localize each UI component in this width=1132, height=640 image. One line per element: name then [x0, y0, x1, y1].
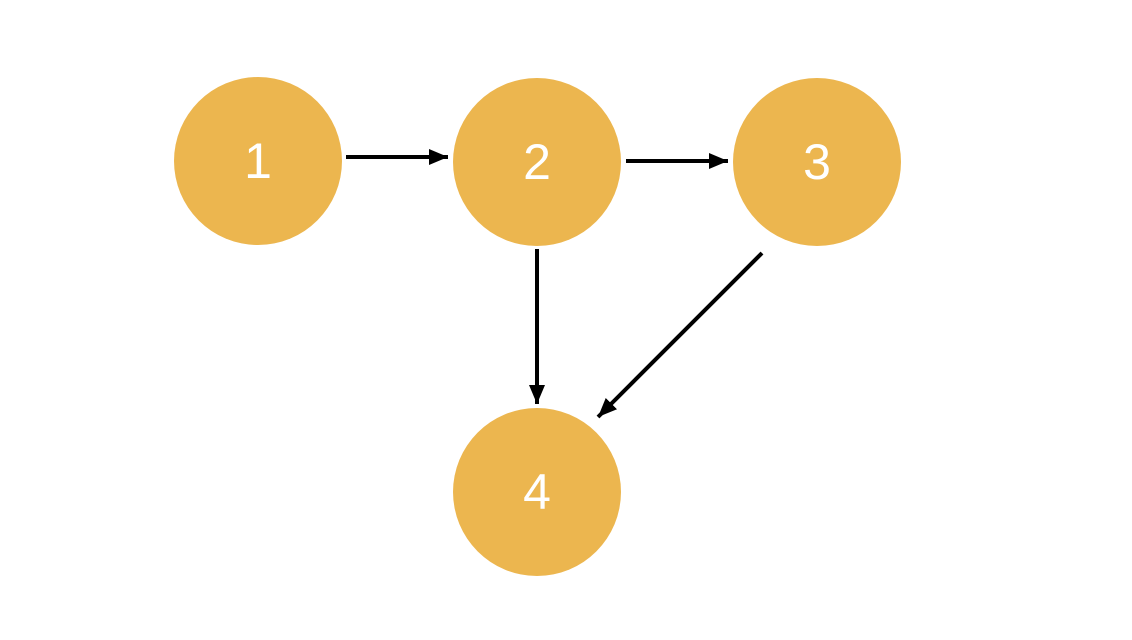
node-2-circle[interactable]: [453, 78, 621, 246]
node-3-circle[interactable]: [733, 78, 901, 246]
edge-3-4-arrow[interactable]: [596, 251, 764, 419]
node-2[interactable]: 2: [453, 78, 621, 246]
node-4-circle[interactable]: [453, 408, 621, 576]
node-3[interactable]: 3: [733, 78, 901, 246]
node-1[interactable]: 1: [174, 77, 342, 245]
node-4[interactable]: 4: [453, 408, 621, 576]
node-1-circle[interactable]: [174, 77, 342, 245]
